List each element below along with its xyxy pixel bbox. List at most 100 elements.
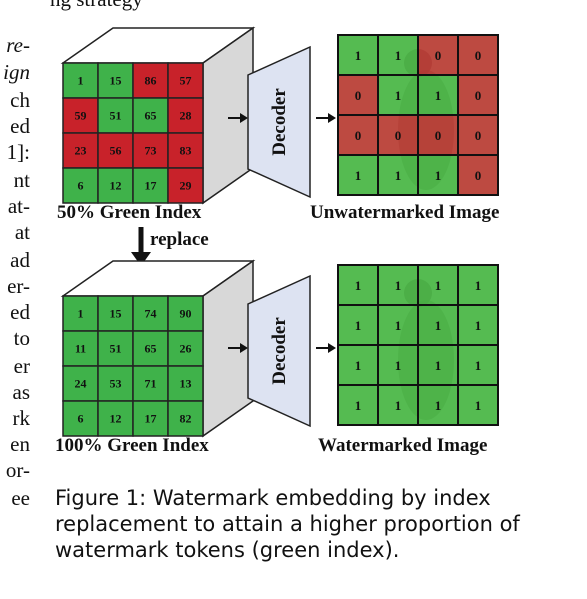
top-image-cell bbox=[377, 154, 419, 196]
bottom-cube-cell bbox=[132, 330, 169, 367]
bottom-cube-cell bbox=[62, 330, 99, 367]
left-column-line: re- bbox=[6, 33, 30, 57]
left-column-line: er bbox=[13, 354, 30, 378]
bottom-image-cell-value: 1 bbox=[395, 398, 402, 413]
bottom-cube-cell bbox=[62, 295, 99, 332]
top-image-cell bbox=[337, 154, 379, 196]
left-column-line: at bbox=[14, 220, 30, 244]
left-column-line: ign bbox=[3, 60, 30, 84]
bottom-cube-cell-value: 74 bbox=[145, 307, 157, 321]
top-image-cell-value: 0 bbox=[355, 88, 362, 103]
top-arrow-2-head bbox=[328, 113, 336, 123]
top-image-cell bbox=[417, 74, 459, 116]
bottom-arrow-1-head bbox=[240, 343, 248, 353]
bottom-image-cell bbox=[377, 264, 419, 306]
bottom-image-label: Watermarked Image bbox=[318, 435, 488, 456]
bottom-cube-cell bbox=[167, 400, 204, 437]
bottom-image-cell-value: 1 bbox=[395, 358, 402, 373]
figure-caption: Figure 1: Watermark embedding by index r… bbox=[55, 486, 520, 562]
top-cube-cell-value: 28 bbox=[180, 109, 192, 123]
top-cube-cell bbox=[167, 167, 204, 204]
top-cube-cell bbox=[167, 97, 204, 134]
bottom-cube-label: 100% Green Index bbox=[55, 435, 209, 456]
bottom-cube-cell-value: 6 bbox=[78, 412, 84, 426]
bottom-image-cell-value: 1 bbox=[355, 318, 362, 333]
top-cube-label: 50% Green Index bbox=[57, 202, 202, 223]
top-image-cell bbox=[457, 34, 499, 76]
bottom-cube-cell bbox=[97, 295, 134, 332]
top-cube-cell bbox=[97, 167, 134, 204]
top-image-cell-value: 1 bbox=[395, 168, 402, 183]
bottom-image-cell-value: 1 bbox=[475, 358, 482, 373]
top-cube-cell-value: 83 bbox=[180, 144, 192, 158]
bottom-cube-cell bbox=[97, 330, 134, 367]
bottom-cube-cell bbox=[97, 400, 134, 437]
bottom-image-cell bbox=[417, 304, 459, 346]
bottom-image-cell-value: 1 bbox=[435, 318, 442, 333]
left-column-line: as bbox=[12, 380, 31, 404]
bottom-image-cell-value: 1 bbox=[395, 278, 402, 293]
top-cube-cell-value: 23 bbox=[75, 144, 87, 158]
bottom-image-cell-value: 1 bbox=[395, 318, 402, 333]
left-column-line: rk bbox=[12, 406, 31, 430]
top-image-cell bbox=[417, 114, 459, 156]
bottom-image-cell bbox=[457, 384, 499, 426]
bottom-image-cell bbox=[337, 304, 379, 346]
top-cube-cell-value: 65 bbox=[145, 109, 157, 123]
top-image-cell bbox=[337, 74, 379, 116]
bottom-image-cell bbox=[337, 344, 379, 386]
bottom-cube-cell-value: 90 bbox=[180, 307, 192, 321]
top-image-cell-value: 1 bbox=[355, 168, 362, 183]
bottom-image-cell-value: 1 bbox=[475, 398, 482, 413]
top-image-cell-value: 0 bbox=[435, 48, 442, 63]
top-image-cell-value: 1 bbox=[395, 48, 402, 63]
bottom-arrow-2-head bbox=[328, 343, 336, 353]
left-column-line: at- bbox=[7, 194, 30, 218]
top-cube-cell bbox=[62, 167, 99, 204]
bottom-decoder-label: Decoder bbox=[269, 317, 290, 385]
top-image-cell-value: 0 bbox=[355, 128, 362, 143]
top-cube-cell-value: 59 bbox=[75, 109, 87, 123]
bottom-image-cell-value: 1 bbox=[475, 278, 482, 293]
top-cube-cell bbox=[132, 167, 169, 204]
top-image-cell-value: 0 bbox=[435, 128, 442, 143]
bottom-image-cell-value: 1 bbox=[355, 278, 362, 293]
left-column-line: ch bbox=[10, 88, 30, 112]
top-image-cell bbox=[457, 74, 499, 116]
left-column-line: or- bbox=[5, 458, 30, 482]
left-column-line: er- bbox=[7, 274, 30, 298]
bottom-cube-cell-value: 53 bbox=[110, 377, 122, 391]
top-cube-cell bbox=[62, 132, 99, 169]
top-cube-cell-value: 57 bbox=[180, 74, 192, 88]
left-column-line: ed bbox=[10, 114, 30, 138]
top-cube-cell bbox=[132, 132, 169, 169]
bottom-image-cell-value: 1 bbox=[355, 358, 362, 373]
top-cube-cell bbox=[62, 62, 99, 99]
bottom-image-cell-value: 1 bbox=[355, 398, 362, 413]
bottom-cube-cell-value: 71 bbox=[145, 377, 157, 391]
top-image-cell-value: 1 bbox=[355, 48, 362, 63]
bottom-image-cell-value: 1 bbox=[435, 358, 442, 373]
bottom-cube-cell bbox=[167, 295, 204, 332]
top-image-cell-value: 1 bbox=[395, 88, 402, 103]
bottom-image-cell bbox=[457, 264, 499, 306]
top-cube-cell bbox=[97, 97, 134, 134]
bottom-cube-cell-value: 24 bbox=[75, 377, 87, 391]
top-image-cell-value: 0 bbox=[475, 88, 482, 103]
top-image-label: Unwatermarked Image bbox=[310, 202, 500, 223]
bottom-cube-cell-value: 1 bbox=[78, 307, 84, 321]
left-column-line: 1]: bbox=[6, 140, 30, 164]
bottom-cube-cell-value: 17 bbox=[145, 412, 157, 426]
top-decoder-label: Decoder bbox=[269, 88, 290, 156]
bottom-image-cell-value: 1 bbox=[475, 318, 482, 333]
bottom-cube-cell-value: 11 bbox=[75, 342, 86, 356]
top-image-cell-value: 0 bbox=[395, 128, 402, 143]
top-decoder bbox=[247, 45, 311, 199]
bottom-cube-cell-value: 51 bbox=[110, 342, 122, 356]
top-image-cell-value: 0 bbox=[475, 128, 482, 143]
left-column-line: ed bbox=[10, 300, 30, 324]
left-column-line: ad bbox=[10, 248, 30, 272]
bottom-cube-cell-value: 12 bbox=[110, 412, 122, 426]
top-arrow-1-head bbox=[240, 113, 248, 123]
